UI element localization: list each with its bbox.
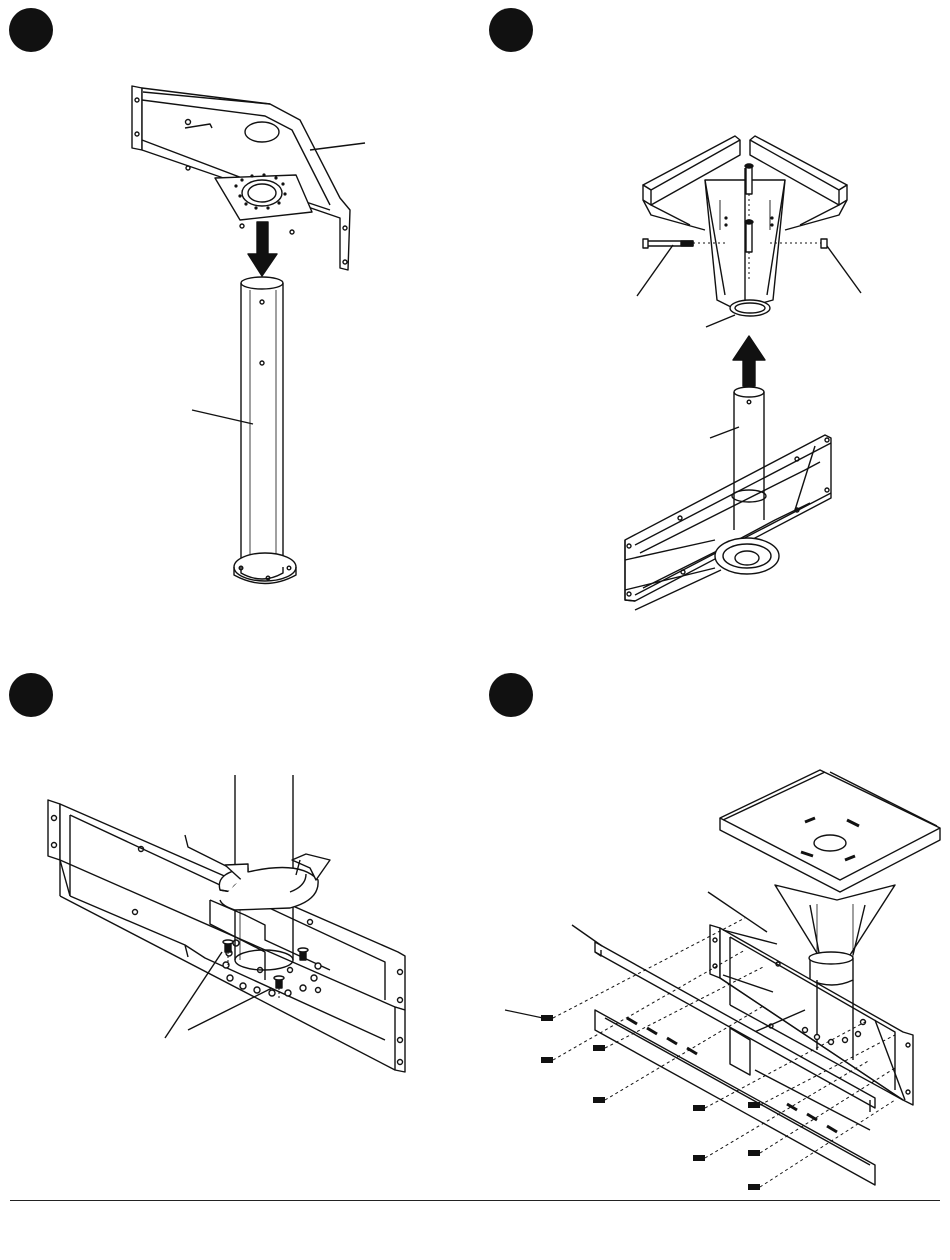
footer-rule bbox=[10, 1200, 940, 1201]
ceiling-plate bbox=[132, 86, 365, 270]
pipe bbox=[710, 387, 764, 470]
step-3-illustration bbox=[0, 660, 475, 1180]
floor-plate bbox=[625, 435, 831, 610]
step-4-illustration bbox=[475, 660, 950, 1200]
down-arrow-icon bbox=[248, 222, 277, 276]
step-1-illustration bbox=[0, 0, 475, 640]
up-arrow-icon bbox=[733, 336, 765, 386]
nut-icon bbox=[821, 239, 861, 293]
ceiling-plate bbox=[48, 800, 405, 1072]
rotate-arrow-icon bbox=[219, 854, 330, 910]
ceiling-adapter bbox=[643, 136, 847, 316]
pipe bbox=[192, 277, 296, 584]
step-2-illustration bbox=[475, 0, 950, 640]
